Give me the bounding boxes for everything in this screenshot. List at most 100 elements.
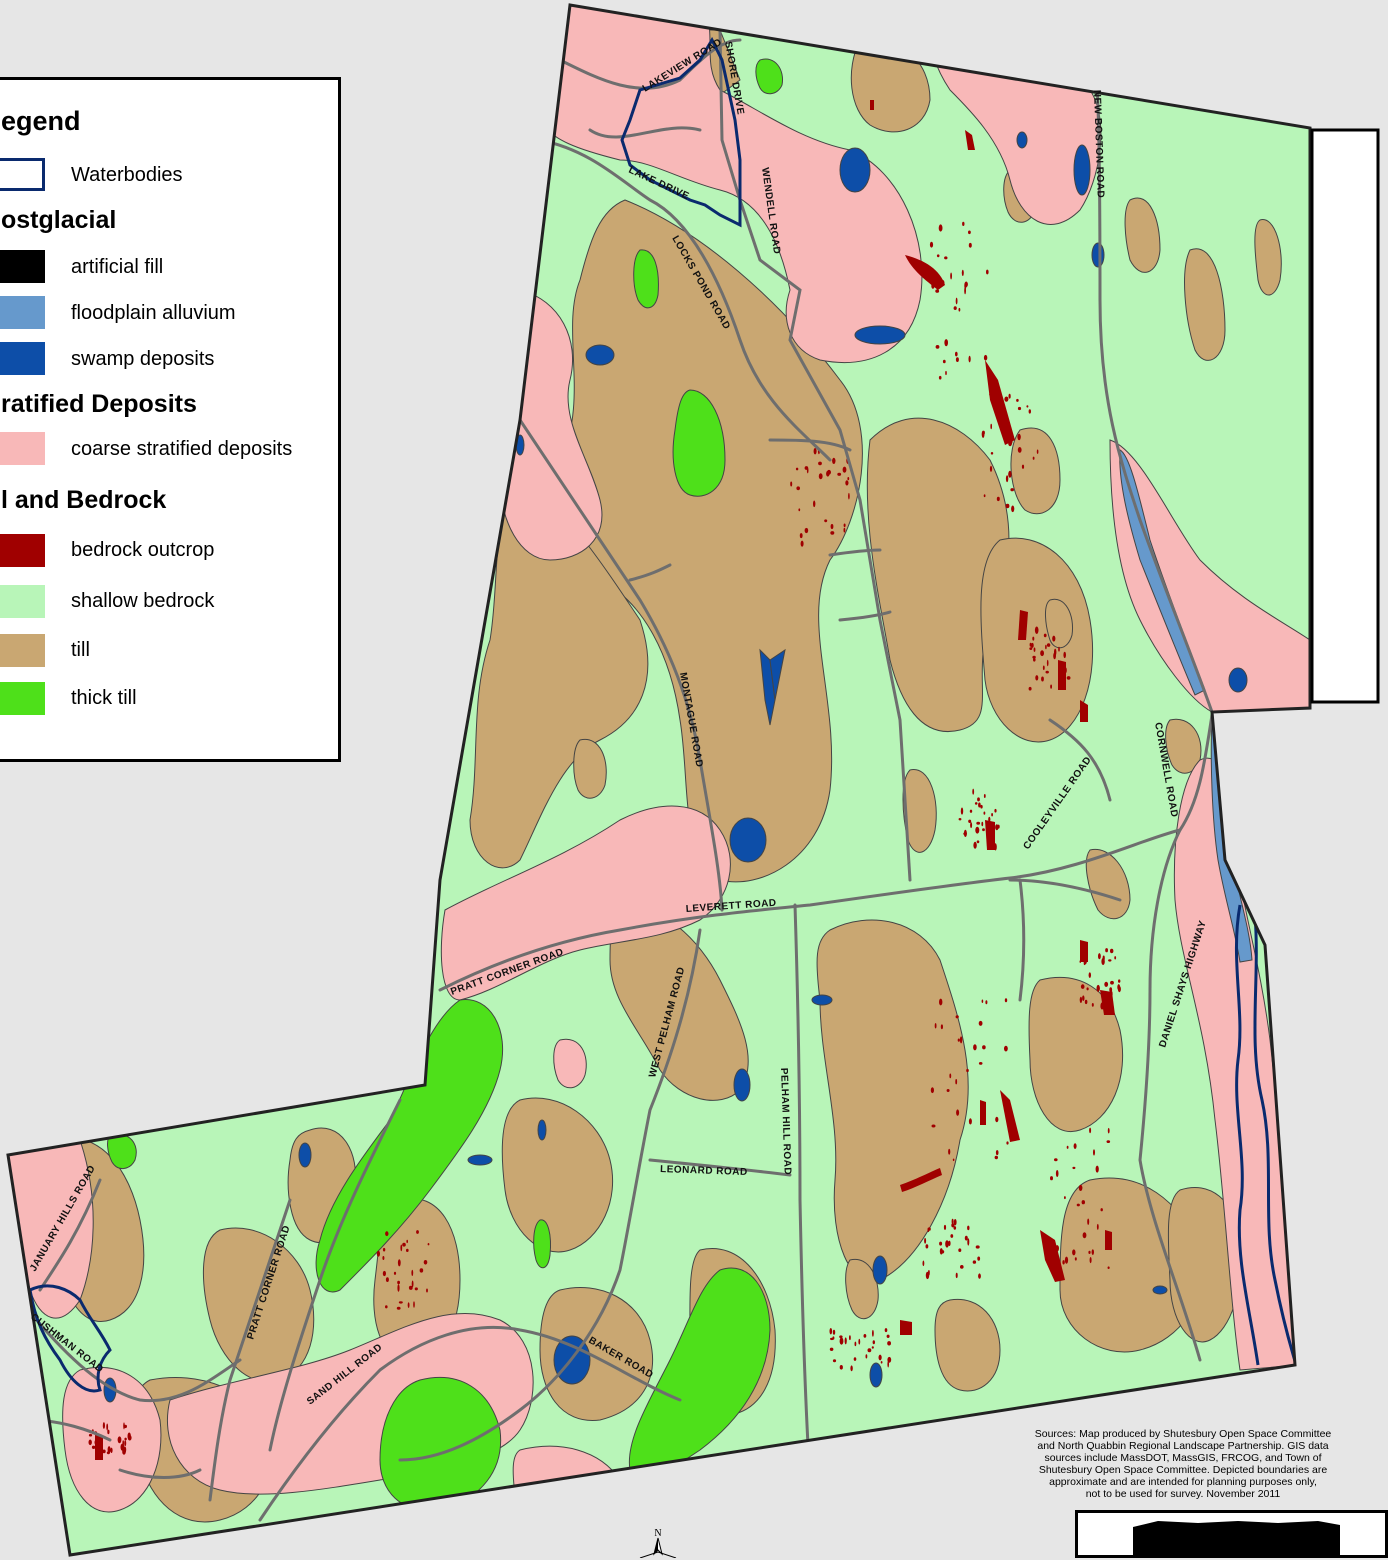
outcrop-dot <box>413 1301 415 1308</box>
outcrop-dot <box>958 818 962 821</box>
outcrop-dot <box>930 1087 935 1094</box>
outcrop-dot <box>1084 999 1088 1005</box>
outcrop-dot <box>832 457 836 464</box>
outcrop-dot <box>1026 405 1029 408</box>
outcrop-dot <box>1079 996 1083 1004</box>
outcrop-dot <box>1107 1127 1110 1134</box>
outcrop-dot <box>1054 1158 1058 1162</box>
outcrop-dot <box>1052 635 1056 642</box>
outcrop-dot <box>799 533 803 539</box>
outcrop-dot <box>1110 980 1114 985</box>
legend: egend Waterbodies ostglacial artificial … <box>0 77 341 762</box>
outcrop-dot <box>1062 671 1066 679</box>
logo-box <box>1075 1510 1388 1558</box>
outcrop-dot <box>880 1361 883 1364</box>
outcrop-dot <box>968 355 971 363</box>
outcrop-dot <box>928 1227 931 1231</box>
outcrop-dot <box>953 1226 957 1230</box>
north-label: N <box>654 1528 661 1539</box>
till-areas <box>49 29 1282 1523</box>
outcrop-dot <box>1082 995 1085 1001</box>
outcrop-dot <box>1117 986 1121 993</box>
outcrop-dot <box>1086 987 1089 991</box>
outcrop-dot <box>829 1347 834 1352</box>
outcrop-dot <box>407 1302 410 1308</box>
outcrop-dot <box>975 1245 980 1249</box>
outcrop-dot <box>977 797 980 802</box>
outcrop-dot <box>382 1247 386 1252</box>
outcrop-dot <box>960 807 964 815</box>
outcrop-dot <box>1029 647 1033 650</box>
outcrop-dot <box>382 1270 386 1277</box>
outcrop-dot <box>1111 991 1113 997</box>
outcrop-dot <box>1102 955 1105 961</box>
outcrop-dot <box>976 840 980 844</box>
outcrop-dot <box>414 1287 418 1291</box>
outcrop-dot <box>867 1348 872 1353</box>
outcrop-dot <box>968 242 972 248</box>
outcrop-dot <box>376 1250 380 1257</box>
outcrop-dot <box>872 1329 874 1337</box>
outcrop-dot <box>398 1301 403 1304</box>
outcrop-dot <box>1004 1045 1008 1052</box>
outcrop-dot <box>1050 684 1052 689</box>
outcrop-dot <box>400 1244 403 1252</box>
outcrop-dot <box>423 1260 428 1265</box>
label-waterbodies: Waterbodies <box>71 164 183 186</box>
roads <box>18 5 1214 1522</box>
outcrop-dot <box>1114 956 1117 960</box>
outcrop-dot <box>966 1068 969 1073</box>
outcrop-dot <box>941 280 945 286</box>
outcrop-dot <box>385 1231 389 1237</box>
outcrop-dot <box>402 1242 406 1247</box>
outcrop-dot <box>934 1023 937 1029</box>
town-boundary <box>6 3 1312 1557</box>
outcrop-dot <box>106 1451 110 1455</box>
outcrop-dot <box>1063 651 1066 659</box>
outcrop-dot <box>978 1020 983 1026</box>
outcrop-dot <box>1055 1170 1059 1177</box>
outcrop-dot <box>886 1334 890 1339</box>
outcrop-dot <box>813 448 817 455</box>
outcrop-dot <box>1107 1266 1110 1269</box>
outcrop-dot <box>1017 447 1022 453</box>
outcrop-dot <box>975 826 980 834</box>
outcrop-dot <box>982 1045 986 1050</box>
outcrop-dot <box>795 467 799 471</box>
outcrop-dot <box>978 802 981 808</box>
outcrop-dot <box>1004 396 1009 402</box>
outcrop-dot <box>957 1038 960 1042</box>
road-label-new-boston: NEW BOSTON ROAD <box>1091 90 1106 199</box>
outcrop-dot <box>95 1445 99 1451</box>
outcrop-dot <box>96 1450 99 1458</box>
outcrop-dot <box>951 1223 955 1228</box>
outcrop-dot <box>1055 1245 1059 1252</box>
outcrop-dot <box>945 1240 949 1248</box>
outcrop-dot <box>997 824 1000 829</box>
outcrop-dot <box>944 339 948 347</box>
outcrop-dot <box>1082 955 1084 958</box>
outcrop-dot <box>991 813 993 817</box>
outcrop-dot <box>1098 953 1101 960</box>
outcrop-dot <box>990 423 992 430</box>
swatch-swamp <box>0 342 45 375</box>
outcrop-dot <box>1005 503 1010 509</box>
thick-till-areas <box>107 58 784 1512</box>
outcrop-dot <box>397 1284 400 1292</box>
outcrop-dot <box>955 357 959 362</box>
outcrop-dot <box>88 1439 92 1446</box>
outcrop-dot <box>983 794 986 798</box>
outcrop-dot <box>102 1449 106 1454</box>
outcrop-dot <box>1050 1176 1053 1181</box>
outcrop-dot <box>127 1435 132 1441</box>
swatch-coarse-stratified <box>0 432 45 465</box>
outcrop-dot <box>1091 1249 1095 1255</box>
outcrop-dot <box>878 1354 882 1361</box>
outcrop-dot <box>972 1260 977 1264</box>
outcrop-dot <box>411 1280 414 1288</box>
outcrop-dot <box>1096 984 1100 992</box>
outcrop-dot <box>970 822 973 829</box>
outcrop-dot <box>1083 961 1086 966</box>
outcrop-dot <box>1033 647 1036 652</box>
outcrop-dot <box>91 1445 96 1450</box>
